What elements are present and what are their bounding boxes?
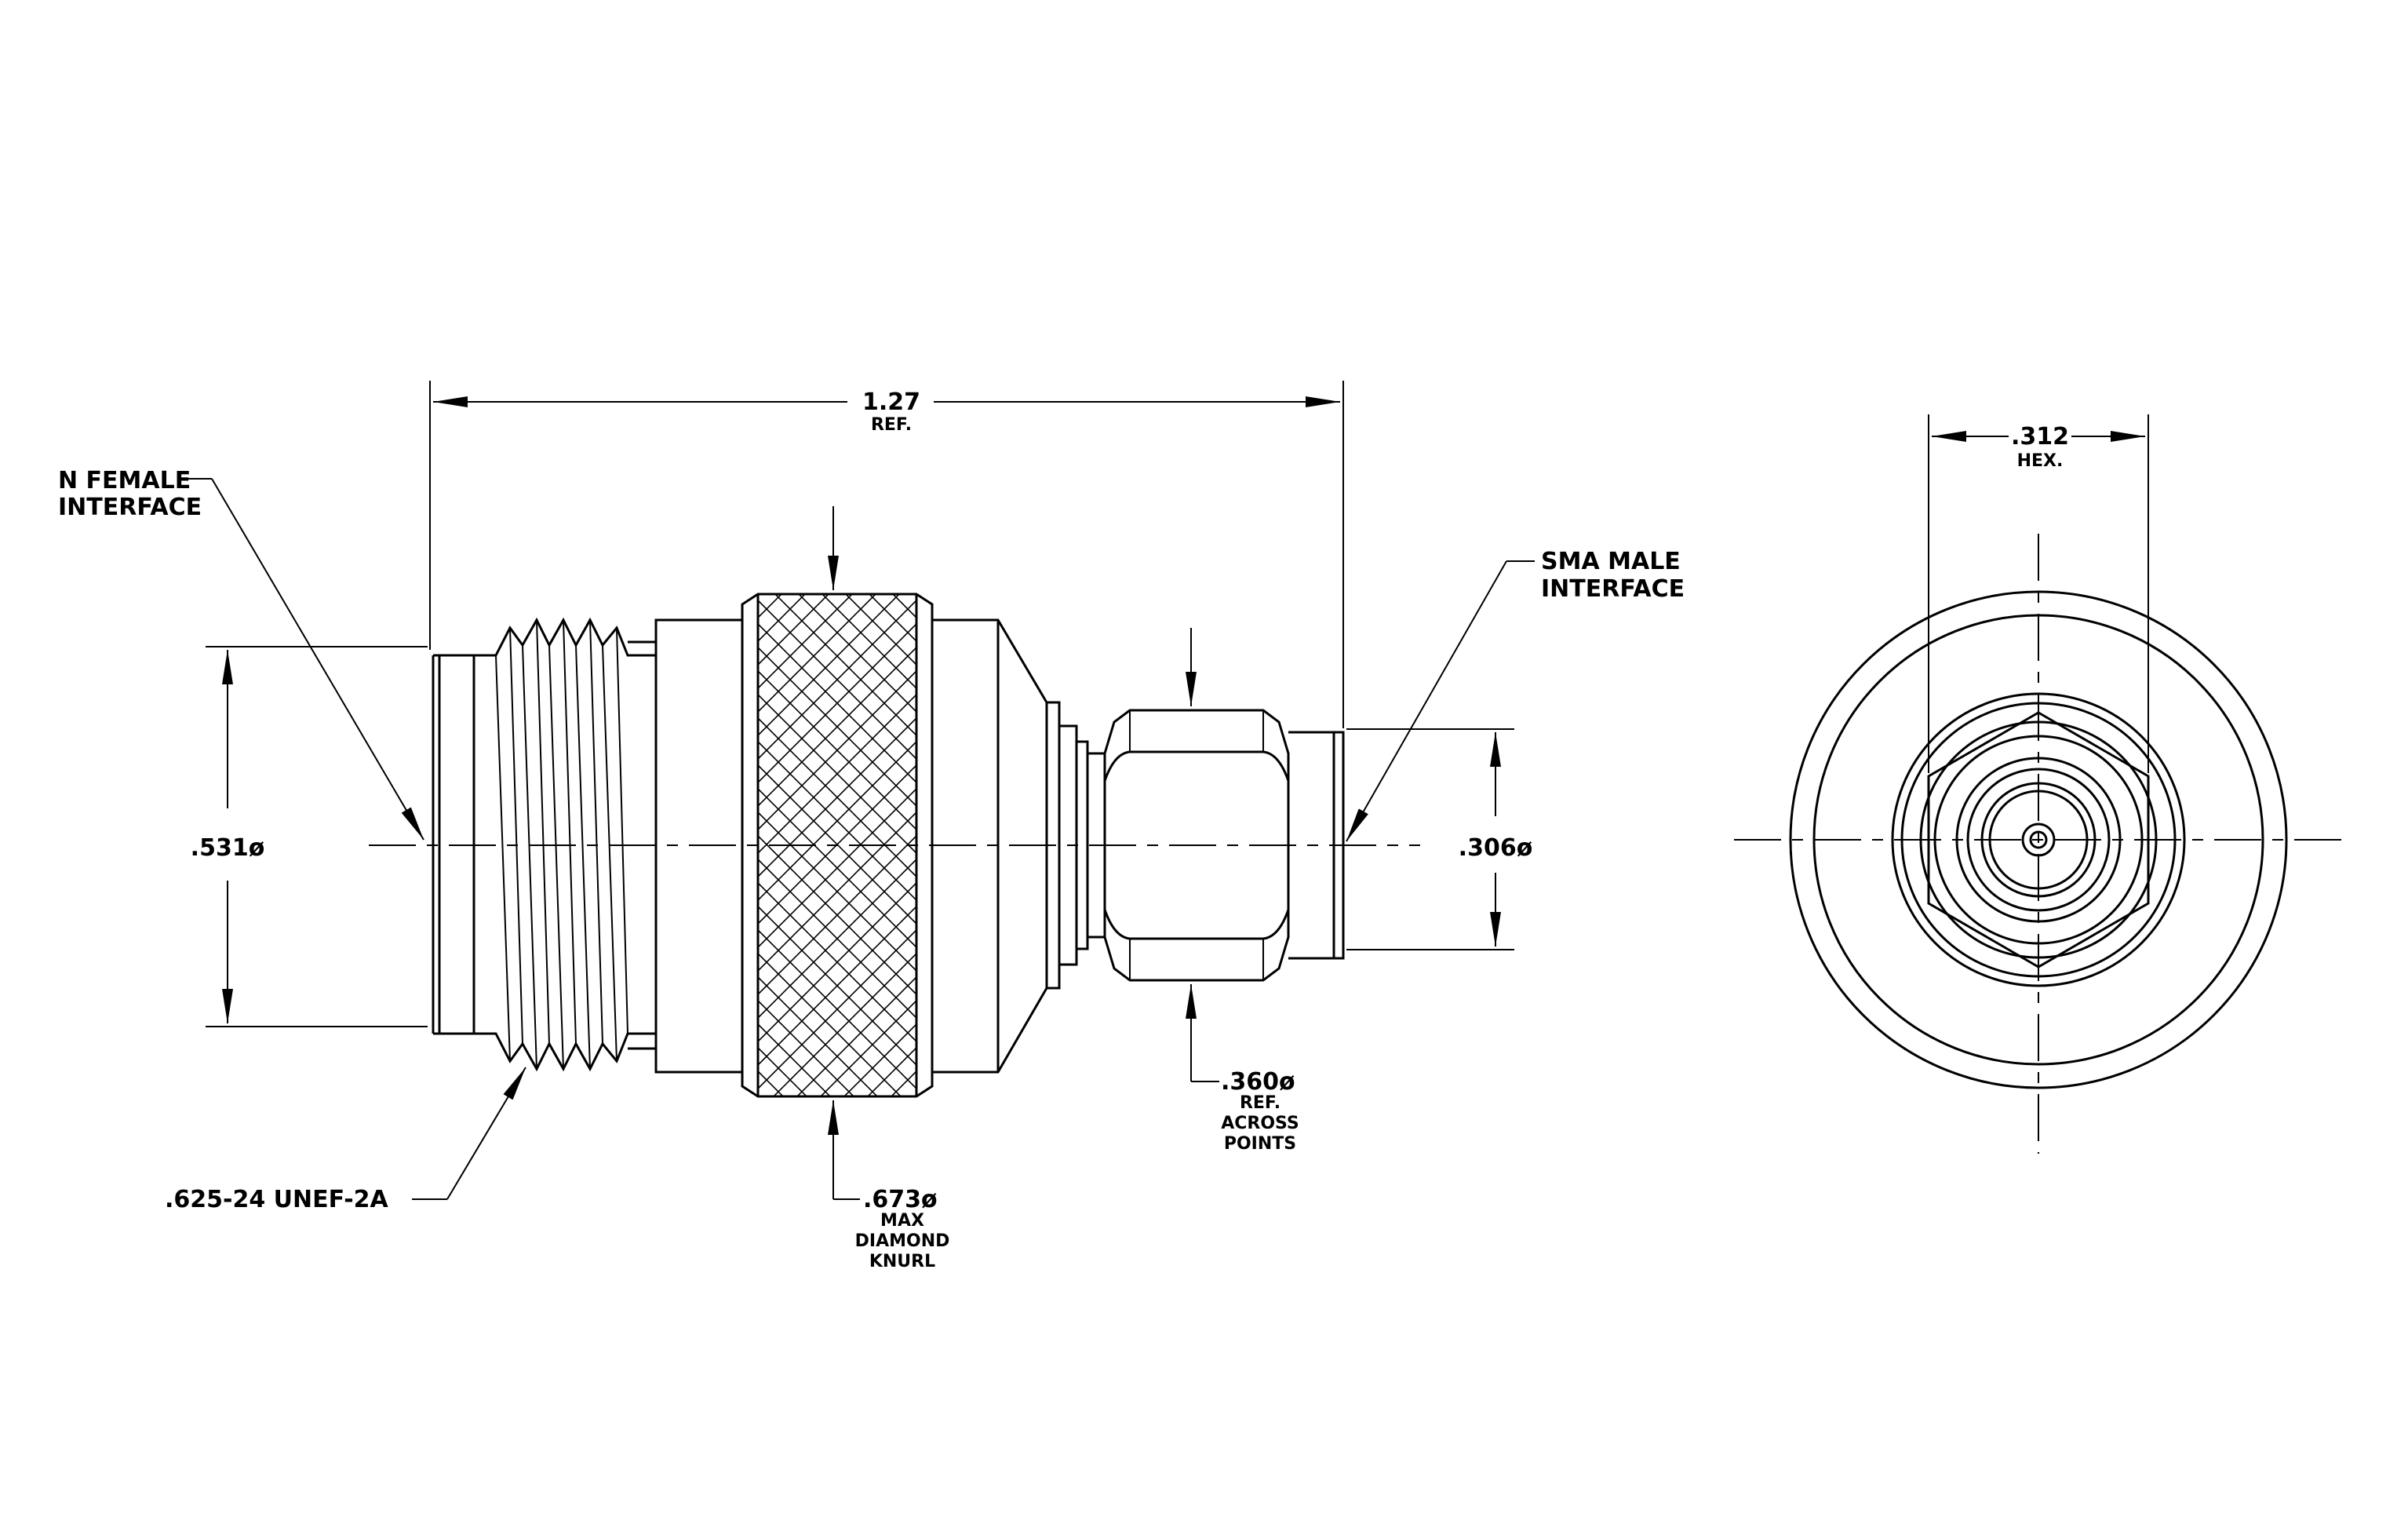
hex-width-value: .312	[2011, 423, 2069, 450]
left-diameter-dimension: .531ø	[191, 646, 428, 1027]
knurl-hatch-line	[758, 859, 916, 1019]
knurl-line2: DIAMOND	[855, 1231, 950, 1251]
interface-circle-3	[1980, 782, 2097, 898]
knurl-hatch-line	[868, 594, 916, 642]
body-circle	[1812, 614, 2264, 1066]
knurl-hatch-line	[758, 594, 760, 595]
knurl-hatch-line	[758, 1023, 832, 1096]
right-diameter-dimension: .306ø	[1346, 728, 1533, 950]
knurl-hatch-line	[758, 882, 916, 1042]
interface-circle-2	[1966, 768, 2111, 912]
length-value: 1.27	[862, 388, 920, 416]
n-interface-lip	[432, 654, 475, 1035]
knurl-hatch-line	[796, 976, 916, 1096]
interface-circle-1	[1955, 757, 2122, 923]
knurl-hatch-line	[758, 594, 807, 642]
step-ring-2	[1059, 724, 1078, 966]
thread-section	[474, 617, 658, 1072]
dielectric-circle	[1988, 790, 2089, 890]
knurl-hatch-line	[758, 623, 916, 783]
length-note: REF.	[871, 415, 912, 435]
right-diameter-value: .306ø	[1459, 834, 1533, 862]
n-female-interface-callout: N FEMALE INTERFACE	[58, 467, 424, 841]
sleeve-inner-circle	[1900, 702, 2177, 978]
length-dimension: 1.27 REF.	[429, 381, 1344, 728]
hex-points-line1: REF.	[1240, 1093, 1281, 1113]
thread-callout: .625-24 UNEF-2A	[165, 1067, 526, 1213]
knurl-hatch-line	[915, 594, 916, 595]
hex-points-line2: ACROSS	[1221, 1114, 1299, 1133]
sleeve-circle	[1891, 692, 2186, 987]
nut-face-circle	[1933, 735, 2144, 945]
knurl-hatch-line	[758, 929, 916, 1089]
knurl-hatch-line	[758, 600, 916, 760]
knurl-hatch-line	[844, 594, 916, 666]
hex-points-callout: .360ø REF. ACROSS POINTS	[1186, 628, 1299, 1154]
pin-circle-outer	[2021, 823, 2056, 857]
knurl-hatch-line	[758, 594, 877, 713]
diamond-knurl-pattern	[758, 594, 916, 1096]
knurl-hatch-line	[758, 764, 916, 925]
knurl-hatch-line	[758, 594, 901, 736]
knurl-body	[741, 593, 934, 1098]
n-interface-line2: INTERFACE	[58, 494, 202, 521]
hex-outline	[1927, 711, 2150, 968]
knurl-hatch-line	[843, 1023, 916, 1096]
end-view: .312 HEX.	[1734, 414, 2346, 1154]
sma-sleeve	[1288, 731, 1345, 960]
knurl-line3: KNURL	[869, 1252, 935, 1271]
knurl-hatch-line	[758, 835, 916, 995]
n-interface-line1: N FEMALE	[58, 467, 191, 494]
hex-points-line3: POINTS	[1224, 1134, 1296, 1154]
nut-circle	[1919, 720, 2158, 959]
knurl-hatch-line	[758, 717, 916, 877]
knurl-hatch-line	[866, 1047, 916, 1096]
step-ring-1	[1047, 701, 1061, 990]
knurl-hatch-line	[758, 788, 916, 948]
step-ring-3	[1076, 740, 1089, 950]
left-diameter-value: .531ø	[191, 834, 265, 862]
sma-interface-line1: SMA MALE	[1541, 548, 1681, 575]
sma-interface-line2: INTERFACE	[1541, 575, 1685, 603]
knurl-value: .673ø	[863, 1186, 938, 1213]
knurl-hatch-line	[758, 906, 916, 1066]
knurl-hatch-line	[758, 647, 916, 807]
side-view: 1.27 REF. .531ø .306ø N FEMALE INTERFACE	[58, 381, 1685, 1271]
body-taper	[932, 618, 1048, 1074]
pin-circle-inner	[2029, 830, 2048, 849]
knurl-hatch-line	[819, 1000, 916, 1096]
knurl-hatch-line	[758, 694, 916, 854]
knurl-callout: .673ø MAX DIAMOND KNURL	[828, 506, 950, 1271]
knurl-hatch-line	[758, 594, 830, 666]
sma-male-interface-callout: SMA MALE INTERFACE	[1346, 548, 1685, 842]
knurl-hatch-line	[758, 670, 916, 830]
hex-width-dimension: .312 HEX.	[1928, 414, 2149, 773]
knurl-hatch-line	[772, 953, 916, 1096]
hex-points-value: .360ø	[1221, 1068, 1295, 1096]
hex-width-note: HEX.	[2017, 451, 2064, 471]
knurl-line1: MAX	[880, 1211, 924, 1231]
thread-spec: .625-24 UNEF-2A	[165, 1186, 389, 1213]
sma-hex-nut	[1103, 709, 1290, 982]
outer-knurl-circle	[1789, 590, 2288, 1089]
knurl-hatch-line	[758, 594, 854, 689]
knurl-hatch-line	[758, 741, 916, 901]
knurl-hatch-line	[758, 812, 916, 972]
knurl-hatch-line	[758, 1047, 808, 1096]
